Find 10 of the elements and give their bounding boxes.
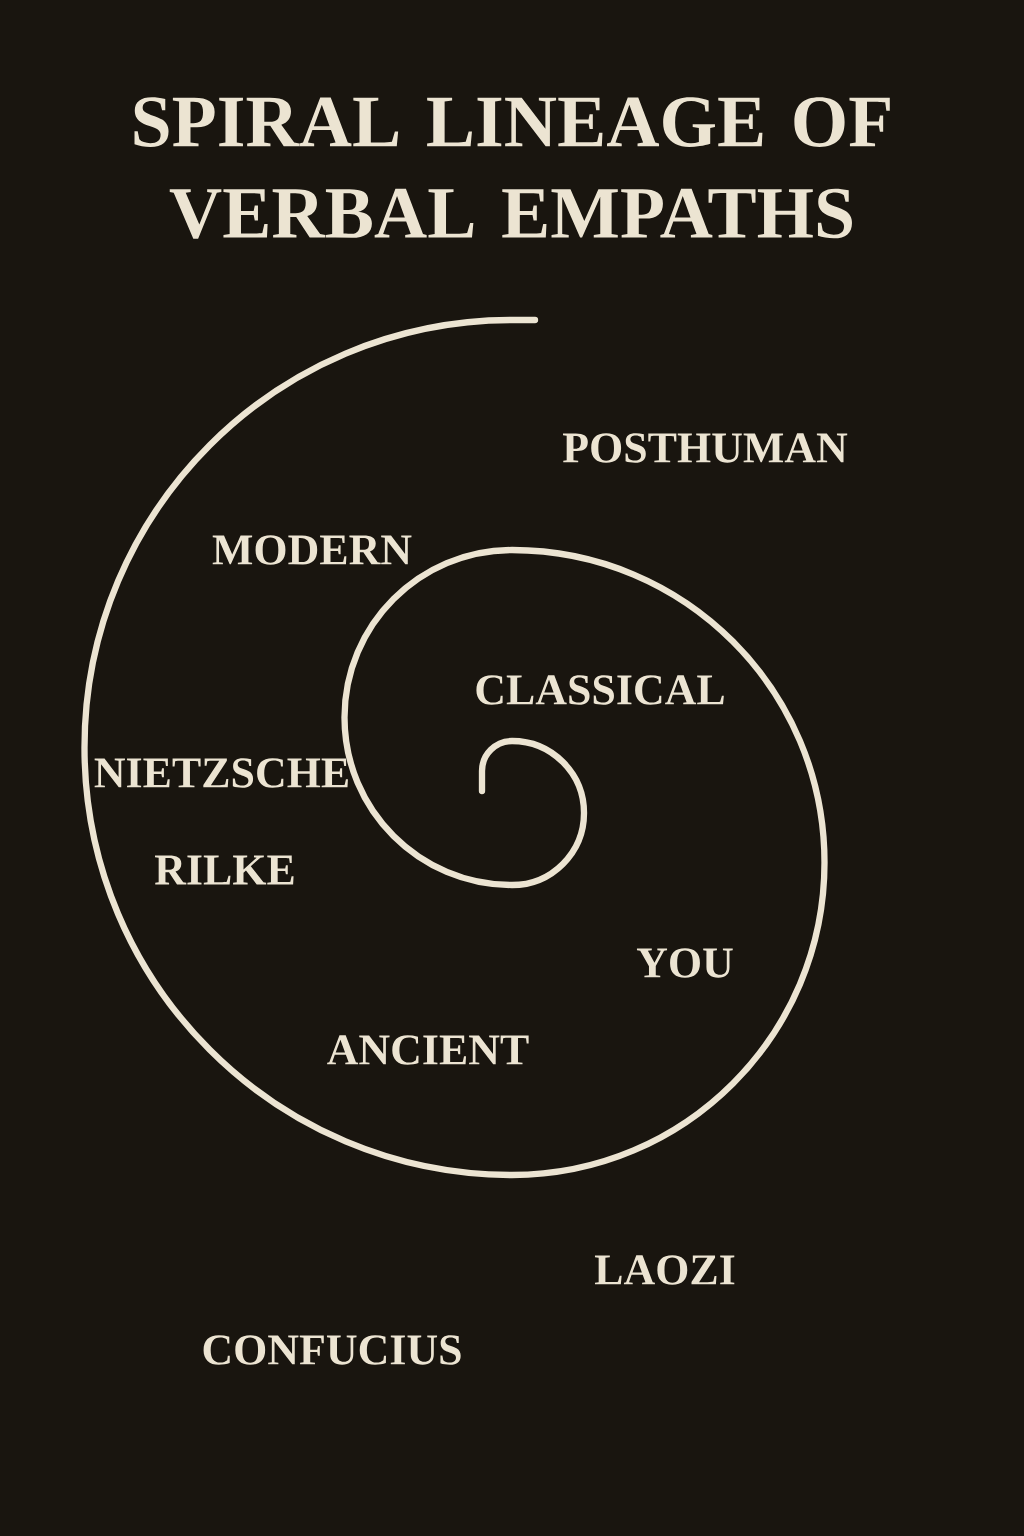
spiral-label: ANCIENT: [327, 1035, 529, 1065]
spiral-label: CONFUCIUS: [203, 1335, 461, 1365]
spiral-label: POSTHUMAN: [563, 433, 848, 463]
spiral-label: YOU: [636, 948, 733, 978]
spiral-label: MODERN: [212, 535, 412, 565]
spiral-label: CLASSICAL: [476, 675, 724, 705]
spiral-label: RILKE: [154, 855, 294, 885]
spiral-label: NIETZSCHE: [94, 758, 348, 788]
title: SPIRAL LINEAGE OF VERBAL EMPATHS: [134, 97, 890, 239]
spiral-label: LAOZI: [594, 1255, 735, 1285]
